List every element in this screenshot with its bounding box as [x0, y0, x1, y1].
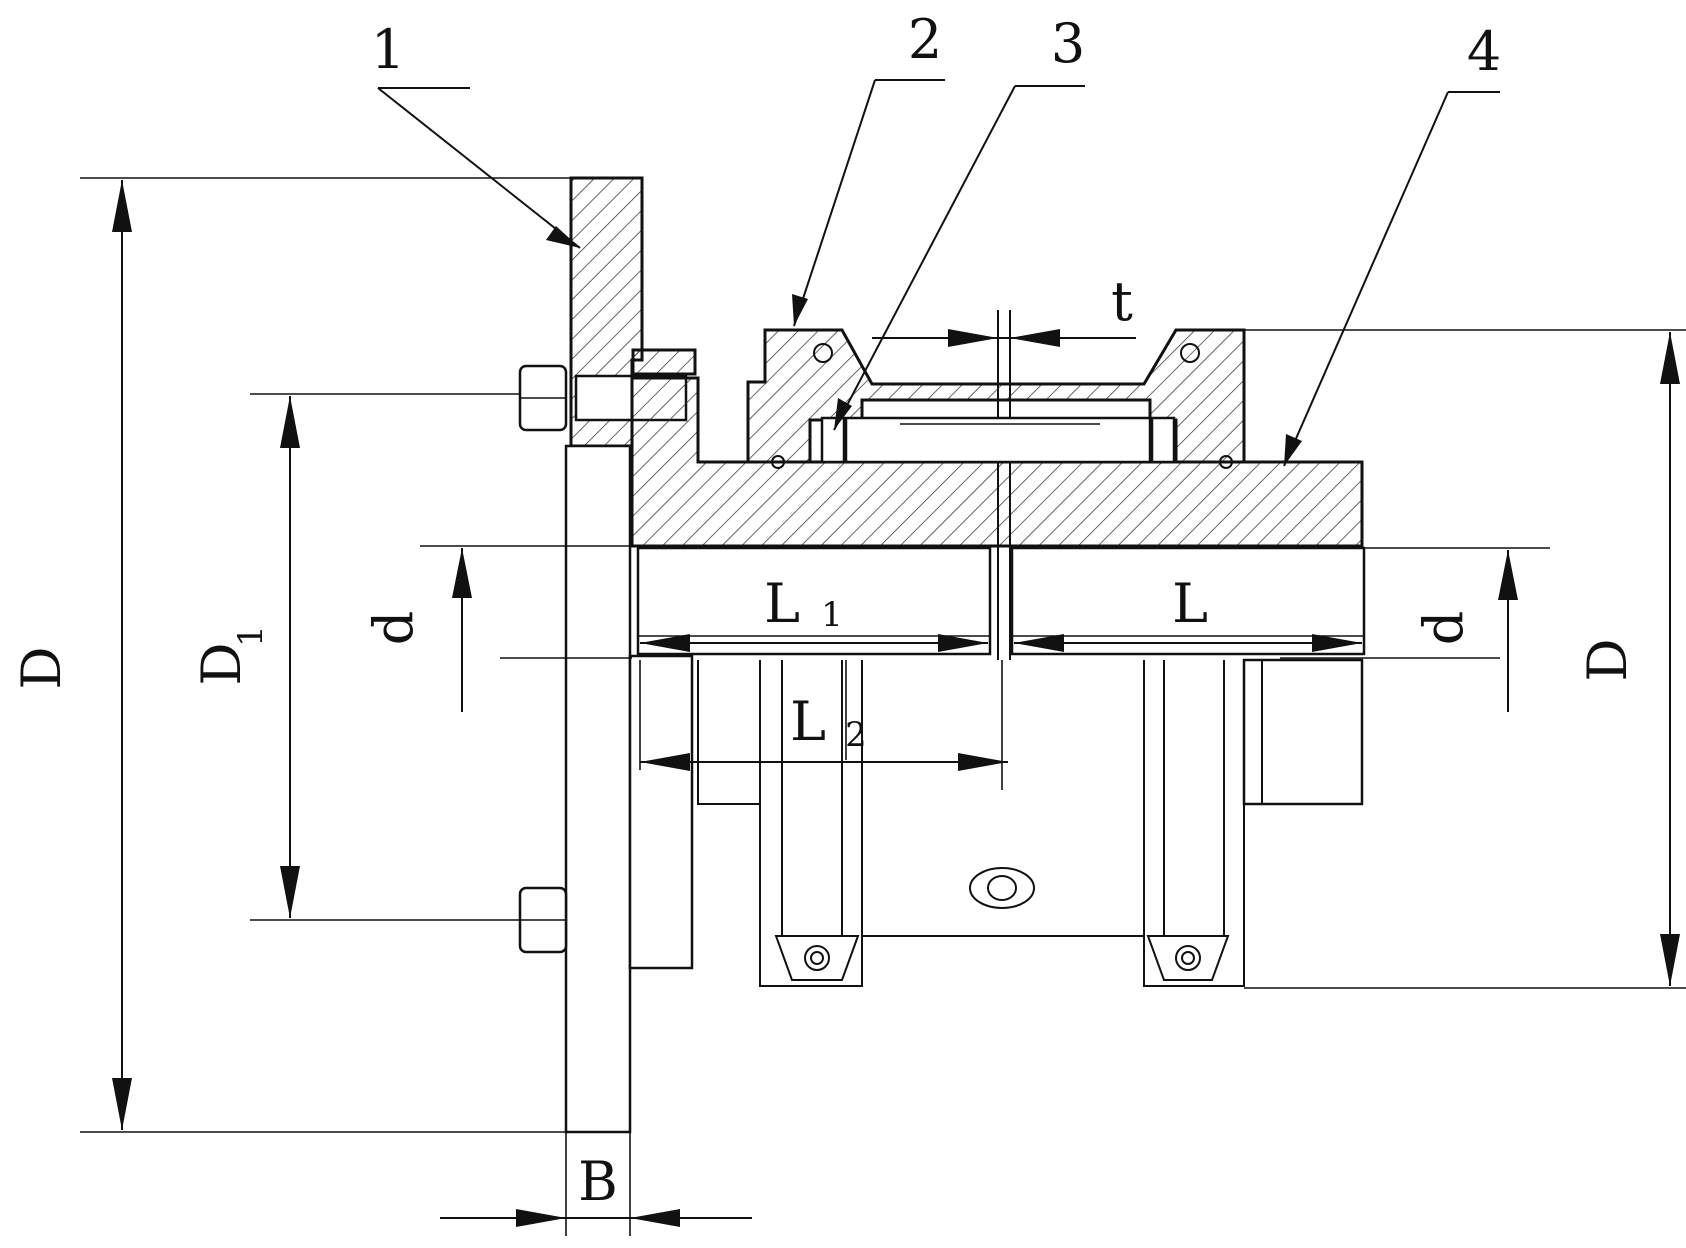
dim-label-L1-sub: 1 — [821, 595, 843, 635]
leaders — [377, 79, 1500, 467]
dim-label-t: t — [1111, 270, 1133, 333]
flange-step — [628, 654, 694, 970]
flange-plate — [564, 444, 632, 1134]
dim-label-D-right: D — [1576, 638, 1639, 681]
dim-D1 — [250, 393, 520, 921]
part-label-3: 3 — [1051, 12, 1085, 75]
dim-d-left — [420, 545, 632, 712]
dim-t — [872, 329, 1136, 347]
part-label-4: 4 — [1467, 20, 1501, 83]
ring-part-3 — [820, 416, 1176, 464]
dim-L2 — [639, 660, 1008, 771]
dim-label-L1-main: L — [764, 572, 800, 635]
dim-label-d-right: d — [1412, 611, 1475, 646]
dim-B — [440, 1132, 752, 1236]
dim-label-B: B — [578, 1150, 618, 1213]
inner-gear-band — [844, 416, 1152, 464]
bottom-bolt — [518, 886, 568, 954]
right-casing — [1143, 660, 1245, 987]
dim-D-left — [80, 177, 571, 1133]
dim-label-D1-main: D — [190, 642, 253, 685]
part-label-1: 1 — [371, 18, 405, 81]
dim-D-right — [1244, 329, 1686, 989]
part-label-2: 2 — [908, 8, 942, 71]
dim-label-D1-sub: 1 — [231, 625, 271, 647]
right-hub-outline — [1242, 658, 1364, 806]
left-ring — [820, 416, 846, 464]
dim-label-L2-main: L — [790, 690, 826, 753]
right-ring — [1150, 416, 1176, 464]
dim-label-L: L — [1172, 572, 1208, 635]
left-bore — [636, 546, 992, 656]
dim-label-L2-sub: 2 — [845, 715, 867, 755]
dim-label-d-left: d — [362, 611, 425, 646]
dim-d-right — [1280, 547, 1550, 712]
lower-outline-view — [697, 658, 1364, 987]
dim-label-D-left: D — [10, 646, 73, 689]
dim-L — [1014, 634, 1362, 652]
dim-L1 — [640, 634, 988, 652]
top-bolt-clamp — [631, 348, 697, 376]
left-casing — [759, 660, 863, 987]
hub-part-4 — [630, 310, 1366, 660]
